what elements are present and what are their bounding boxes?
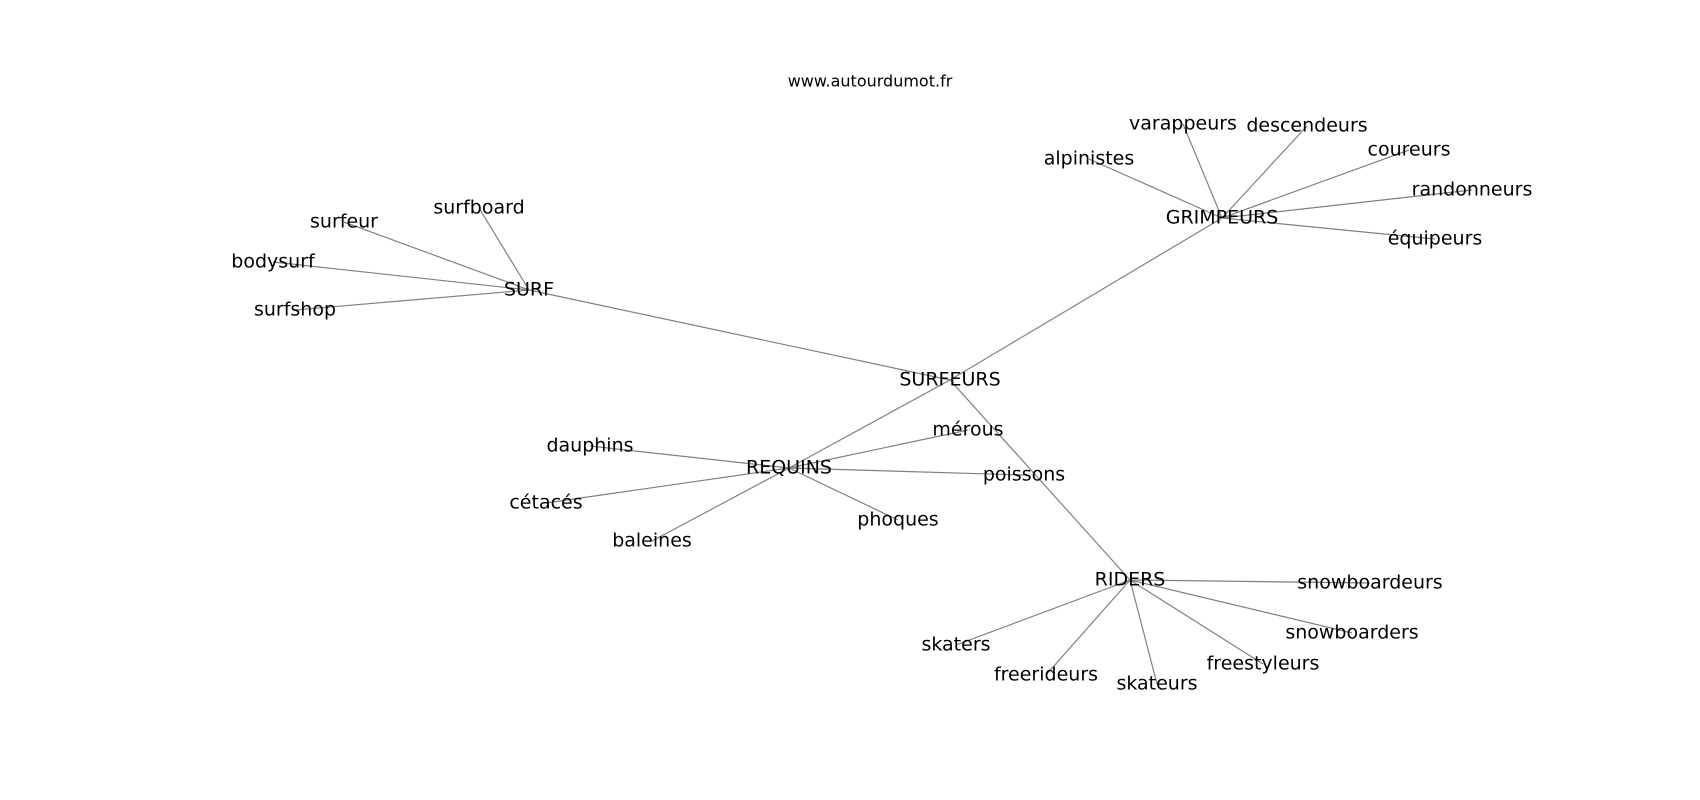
edge-grimpeurs-alpinistes [1088, 158, 1223, 219]
edge-requins-dauphins [589, 445, 790, 469]
node-surfshop[interactable]: surfshop [254, 299, 336, 321]
node-descendeurs[interactable]: descendeurs [1246, 115, 1367, 137]
nodes-layer: SURFEURS SURF GRIMPEURS REQUINS RIDERS mérous… [231, 113, 1532, 695]
node-phoques[interactable]: phoques [857, 509, 938, 531]
edge-grimpeurs-equipeurs [1221, 217, 1436, 240]
node-surfboard[interactable]: surfboard [433, 197, 524, 219]
edge-riders-freerideurs [1045, 579, 1131, 676]
edge-surfeurs-grimpeurs [949, 217, 1223, 381]
node-surf[interactable]: SURF [504, 279, 554, 301]
edge-surfeurs-requins [788, 379, 951, 469]
node-grimpeurs[interactable]: GRIMPEURS [1166, 207, 1279, 229]
edge-riders-freestyleurs [1129, 579, 1264, 665]
edge-surf-surfboard [478, 207, 530, 291]
edge-riders-skateurs [1129, 579, 1158, 685]
node-merous[interactable]: mérous [932, 419, 1003, 441]
edge-riders-snowboarders [1129, 579, 1353, 634]
edge-surf-surfeur [343, 221, 530, 291]
node-baleines[interactable]: baleines [612, 530, 692, 552]
node-requins[interactable]: REQUINS [746, 457, 832, 479]
edges-layer [272, 123, 1473, 685]
node-freerideurs[interactable]: freerideurs [994, 664, 1098, 686]
node-coureurs[interactable]: coureurs [1368, 139, 1451, 161]
node-snowboarders[interactable]: snowboarders [1285, 622, 1418, 644]
edge-requins-cetaces [545, 467, 790, 504]
node-surfeur[interactable]: surfeur [310, 211, 378, 233]
node-poissons[interactable]: poissons [983, 464, 1065, 486]
node-surfeurs[interactable]: SURFEURS [899, 369, 1000, 391]
node-bodysurf[interactable]: bodysurf [231, 251, 316, 273]
edge-grimpeurs-varappeurs [1182, 123, 1223, 219]
node-skaters[interactable]: skaters [921, 634, 990, 656]
node-snowboardeurs[interactable]: snowboardeurs [1297, 572, 1442, 594]
node-dauphins[interactable]: dauphins [546, 435, 633, 457]
edge-grimpeurs-descendeurs [1221, 125, 1308, 219]
edge-grimpeurs-coureurs [1221, 149, 1410, 219]
edge-surfeurs-surf [528, 289, 951, 381]
edge-requins-phoques [788, 467, 899, 521]
node-randonneurs[interactable]: randonneurs [1412, 179, 1533, 201]
node-riders[interactable]: RIDERS [1095, 569, 1166, 591]
edge-riders-skaters [955, 579, 1131, 646]
edge-requins-merous [788, 429, 969, 469]
site-url: www.autourdumot.fr [788, 72, 953, 91]
node-skateurs[interactable]: skateurs [1116, 673, 1197, 695]
edge-surfeurs-riders [949, 379, 1131, 581]
edge-grimpeurs-randonneurs [1221, 189, 1473, 219]
node-equipeurs[interactable]: équipeurs [1388, 228, 1483, 250]
edge-riders-snowboardeurs [1129, 579, 1371, 584]
edge-surf-bodysurf [272, 261, 530, 291]
edge-surf-surfshop [294, 289, 530, 311]
node-freestyleurs[interactable]: freestyleurs [1207, 653, 1320, 675]
node-cetaces[interactable]: cétacés [509, 492, 582, 514]
edge-requins-baleines [651, 467, 790, 542]
node-varappeurs[interactable]: varappeurs [1129, 113, 1237, 135]
edge-requins-poissons [788, 467, 1025, 476]
node-alpinistes[interactable]: alpinistes [1044, 148, 1135, 170]
